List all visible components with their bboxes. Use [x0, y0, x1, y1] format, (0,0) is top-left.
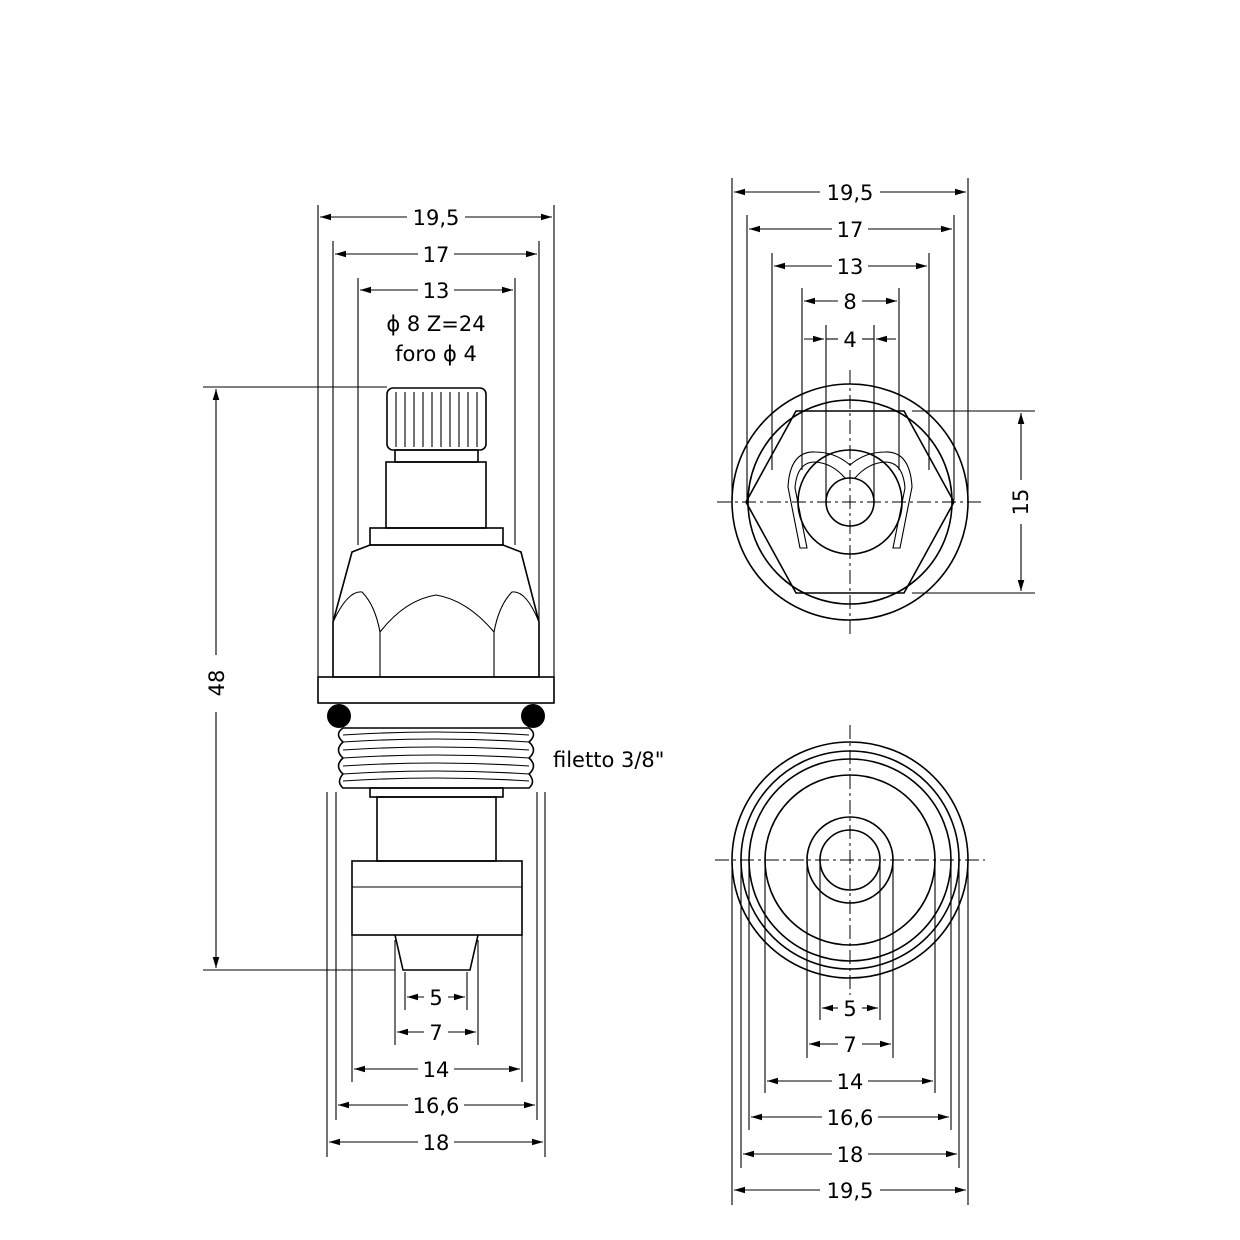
dim-label: 4	[843, 328, 856, 352]
dim-16-6-bottomview: 16,6	[751, 1106, 949, 1130]
dim-16-6-bottom: 16,6	[338, 1094, 535, 1118]
hex-body	[332, 544, 540, 678]
dim-label: 16,6	[413, 1094, 460, 1118]
dim-label: 19,5	[413, 206, 460, 230]
dim-17-topview: 17	[749, 218, 952, 242]
splined-stem	[369, 387, 504, 546]
dim-label: 5	[843, 997, 856, 1021]
dim-label: 15	[1009, 489, 1033, 516]
dim-15-hex: 15	[1009, 413, 1033, 591]
o-ring-right	[521, 704, 545, 728]
top-view: 19,5 17 13 8 4	[717, 178, 1035, 636]
dim-label: 8	[843, 290, 856, 314]
flange	[317, 676, 555, 704]
dim-5-bottomview: 5	[822, 997, 878, 1021]
dim-13-top: 13	[360, 279, 513, 303]
dim-19-5-top: 19,5	[320, 206, 552, 230]
dim-19-5-bottomview: 19,5	[734, 1179, 966, 1203]
dim-14-bottom: 14	[354, 1058, 520, 1082]
dim-8-topview: 8	[804, 290, 897, 314]
dim-18-bottom: 18	[329, 1131, 543, 1155]
dim-label: 7	[429, 1021, 442, 1045]
dim-7-bottom: 7	[397, 1021, 476, 1045]
dim-label: 48	[205, 670, 229, 697]
dim-14-bottomview: 14	[767, 1070, 933, 1094]
dim-label: 13	[423, 279, 450, 303]
side-view: 19,5 17 13 ϕ 8 Z=24 foro ϕ 4 48	[203, 205, 664, 1157]
dim-label: 17	[837, 218, 864, 242]
dim-13-topview: 13	[774, 255, 927, 279]
dim-label: 13	[837, 255, 864, 279]
dim-4-topview: 4	[804, 328, 896, 352]
thread-note: filetto 3/8"	[553, 748, 664, 772]
dim-18-bottomview: 18	[743, 1143, 957, 1167]
dim-19-5-topview: 19,5	[734, 181, 966, 205]
spline-note: ϕ 8 Z=24	[386, 312, 485, 336]
dim-48-height: 48	[203, 386, 395, 971]
dim-label: 19,5	[827, 181, 874, 205]
bottom-view: 5 7 14 16,6 18 19,5	[715, 725, 985, 1205]
dim-label: 16,6	[827, 1106, 874, 1130]
dim-label: 14	[423, 1058, 450, 1082]
dim-label: 5	[429, 986, 442, 1010]
thread	[337, 727, 535, 789]
dim-5-bottom: 5	[407, 986, 465, 1010]
dim-label: 19,5	[827, 1179, 874, 1203]
dim-label: 18	[423, 1131, 450, 1155]
dim-17-top: 17	[335, 243, 537, 267]
lower-body	[351, 787, 523, 971]
dim-label: 14	[837, 1070, 864, 1094]
dim-7-bottomview: 7	[809, 1033, 891, 1057]
o-ring-left	[327, 704, 351, 728]
dim-label: 7	[843, 1033, 856, 1057]
hole-note: foro ϕ 4	[395, 342, 477, 366]
dim-label: 17	[423, 243, 450, 267]
dim-label: 18	[837, 1143, 864, 1167]
